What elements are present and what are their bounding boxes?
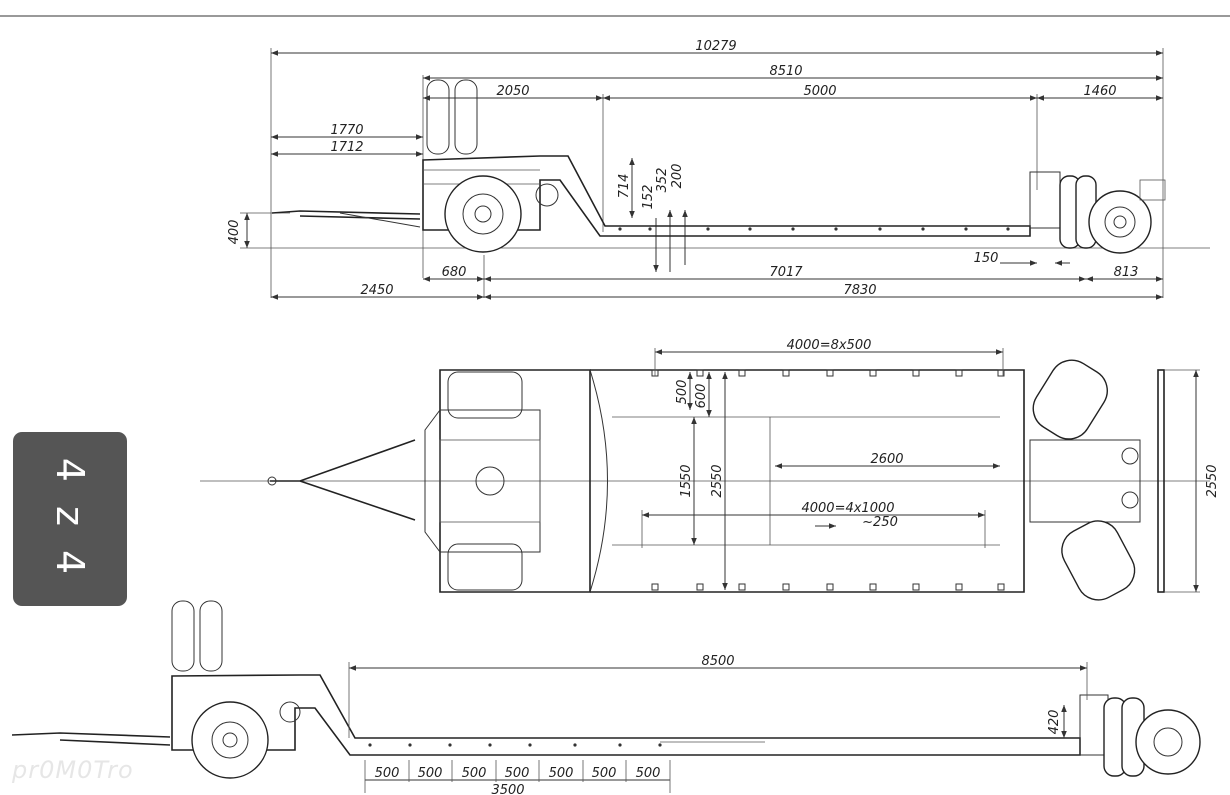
dim-holes-mid: 4000=4x1000 (801, 501, 894, 516)
dim-w600: 600 (694, 384, 709, 409)
dim-frame-length: 8510 (769, 64, 802, 79)
front-wheel-bottom (191, 701, 269, 779)
front-wheel (444, 175, 522, 253)
dim-250: ~250 (862, 515, 898, 530)
dim-150: 150 (974, 251, 999, 266)
deck-holes-bottom (368, 743, 662, 747)
dim-h714: 714 (617, 174, 632, 199)
dim-spacing-5: 500 (549, 766, 574, 781)
dim-h420: 420 (1047, 710, 1062, 735)
dim-overall-length: 10279 (695, 39, 736, 54)
dim-w1550: 1550 (679, 464, 694, 497)
dim-w2550-inner: 2550 (710, 464, 725, 497)
top-view: 4000=8x500 500 600 1550 2550 2600 4000=4… (200, 338, 1220, 601)
spare-tire-3 (171, 600, 195, 672)
dim-7017: 7017 (769, 265, 803, 280)
watermark: pr0M0Tro (12, 756, 134, 784)
deck-top (590, 369, 1025, 593)
dim-drawbar-1712: 1712 (330, 140, 363, 155)
dim-deck-length: 5000 (803, 84, 836, 99)
bottom-view: 8500 420 500 500 500 500 500 500 500 350… (11, 600, 1201, 795)
page-counter-badge: 4 z 4 (13, 432, 127, 606)
dim-deck-length-bottom: 8500 (701, 654, 734, 669)
dim-total-3500: 3500 (491, 783, 524, 795)
dim-hitch-height: 400 (227, 220, 242, 245)
dim-h152: 152 (641, 185, 656, 210)
dim-spacing-4: 500 (505, 766, 530, 781)
dim-680: 680 (442, 265, 467, 280)
page-counter-text: 4 z 4 (48, 457, 92, 581)
dim-spacing-7: 500 (636, 766, 661, 781)
deck-holes-side (618, 227, 1010, 231)
dim-h352: 352 (655, 168, 670, 193)
spare-tire-1 (426, 79, 450, 155)
dim-813: 813 (1114, 265, 1139, 280)
trailer-bottom-body (171, 674, 1081, 756)
dim-spacing-2: 500 (418, 766, 443, 781)
deck-holes-top (651, 369, 1005, 591)
rear-wheel-top-upper (1032, 359, 1108, 440)
dim-spacing-1: 500 (375, 766, 400, 781)
spare-tire-4 (199, 600, 223, 672)
rear-wheel (1088, 190, 1152, 254)
dim-drawbar-1770: 1770 (330, 123, 363, 138)
dim-rear-overhang: 1460 (1083, 84, 1116, 99)
dim-7830: 7830 (843, 283, 876, 298)
dim-spacing-3: 500 (462, 766, 487, 781)
drawbar-top (270, 439, 416, 521)
dim-front-section: 2050 (496, 84, 529, 99)
dim-w500: 500 (675, 380, 690, 405)
dim-h200: 200 (670, 164, 685, 189)
trailer-side-body (271, 79, 1166, 254)
dim-spacing-6: 500 (592, 766, 617, 781)
side-view: 10279 8510 2050 5000 1460 1770 1712 400 … (227, 39, 1210, 300)
dim-w2550-outer: 2550 (1205, 464, 1220, 497)
spare-tire-2 (454, 79, 478, 155)
rear-wheel-top-lower (1061, 520, 1136, 601)
rear-wheel-bottom (1135, 709, 1201, 775)
dim-holes-top: 4000=8x500 (787, 338, 872, 353)
dim-2450: 2450 (360, 283, 393, 298)
dim-2600: 2600 (870, 452, 903, 467)
